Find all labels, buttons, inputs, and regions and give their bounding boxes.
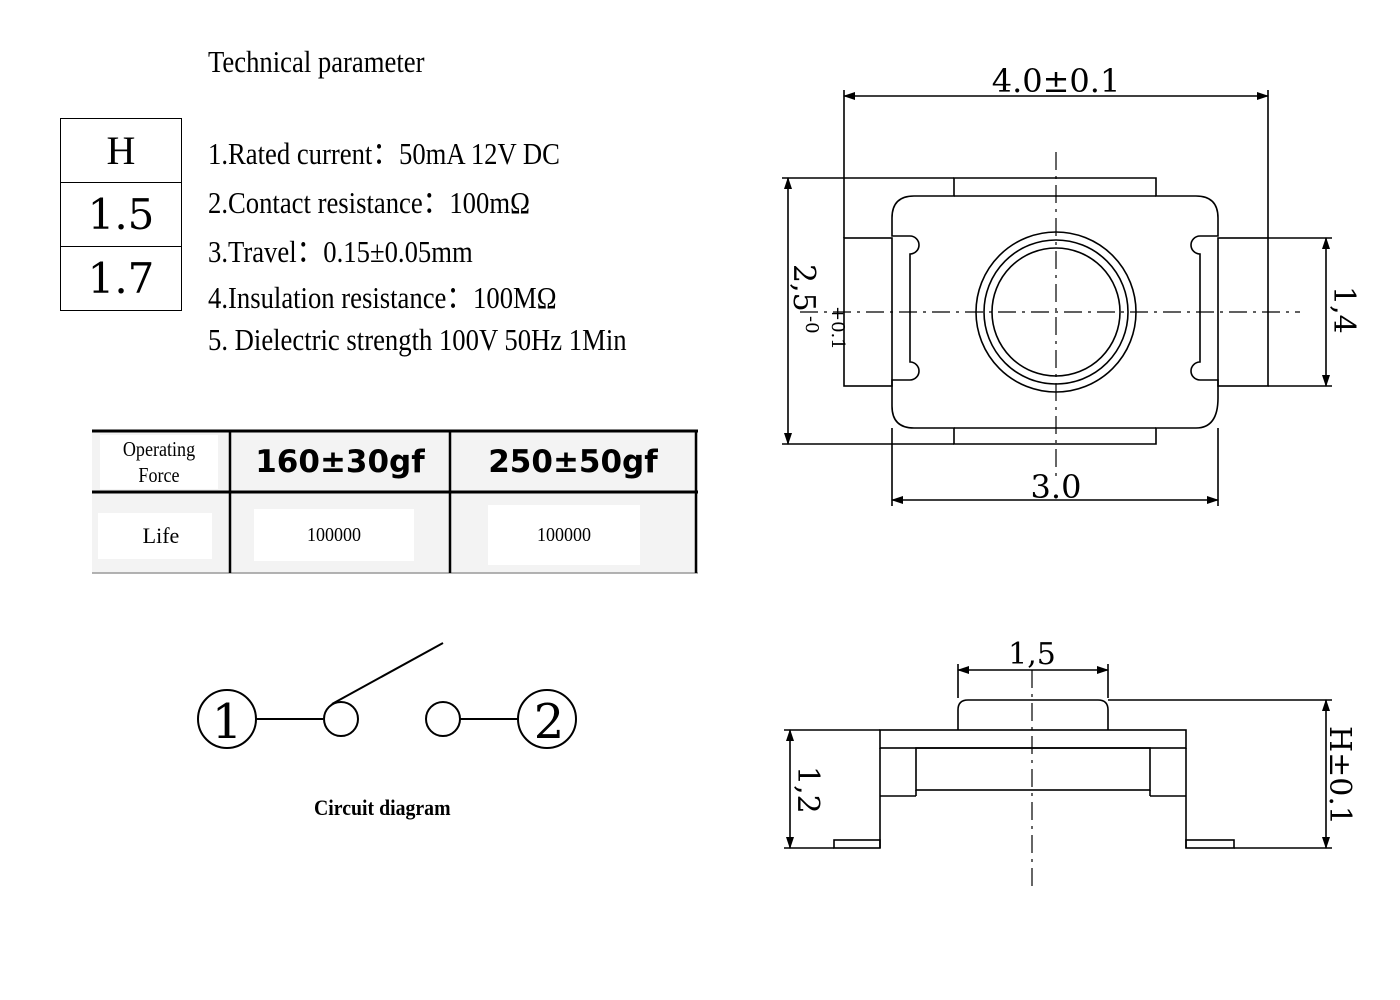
side-view-drawing: 1,5 1,2 H±0.1: [784, 637, 1357, 886]
param-contact-resistance: 2.Contact resistance：100mΩ: [208, 185, 530, 220]
side-left-label: 1,2: [790, 766, 825, 814]
switch-lever: [331, 642, 444, 705]
param-insulation-resistance: 4.Insulation resistance：100MΩ: [208, 280, 557, 315]
height-value-2: 1.7: [87, 254, 155, 303]
top-left-tol-top: +0.1: [827, 306, 848, 350]
switch-contact-right: [425, 701, 461, 737]
terminal-1-label: 1: [212, 694, 243, 750]
height-header: H: [61, 119, 181, 183]
param-dielectric-strength: 5. Dielectric strength 100V 50Hz 1Min: [208, 322, 627, 357]
top-width-label: 4.0±0.1: [992, 62, 1121, 100]
circuit-caption: Circuit diagram: [314, 795, 451, 820]
force-life-table: Operating Force 160±30gf 250±50gf Life 1…: [92, 429, 698, 574]
side-right-label: H±0.1: [1322, 726, 1357, 825]
top-left-label: 2,5: [786, 264, 821, 312]
top-view-drawing: 4.0±0.1 3.0 2,5 +0.1 -0 1,4: [782, 62, 1361, 506]
operating-force-label: Operating Force: [122, 437, 196, 487]
life-label: Life: [142, 523, 180, 548]
param-rated-current: 1.Rated current：50mA 12V DC: [208, 136, 560, 171]
height-table: H 1.5 1.7: [60, 118, 182, 311]
circuit-diagram: 1 2: [197, 642, 577, 750]
terminal-2-circle: [517, 689, 577, 749]
life-value-2: 100000: [537, 523, 591, 546]
side-top-label: 1,5: [1008, 637, 1056, 672]
top-right-label: 1,4: [1326, 286, 1361, 334]
force-value-2: 250±50gf: [488, 444, 658, 480]
top-left-tol-bottom: -0: [801, 316, 822, 334]
height-value-1: 1.5: [61, 183, 181, 247]
switch-contact-left: [323, 701, 359, 737]
param-travel: 3.Travel：0.15±0.05mm: [208, 234, 473, 269]
life-value-1: 100000: [307, 523, 361, 546]
terminal-2-label: 2: [534, 694, 565, 750]
top-bottom-label: 3.0: [1031, 468, 1082, 506]
force-value-1: 160±30gf: [255, 444, 425, 480]
section-title: Technical parameter: [208, 44, 425, 79]
